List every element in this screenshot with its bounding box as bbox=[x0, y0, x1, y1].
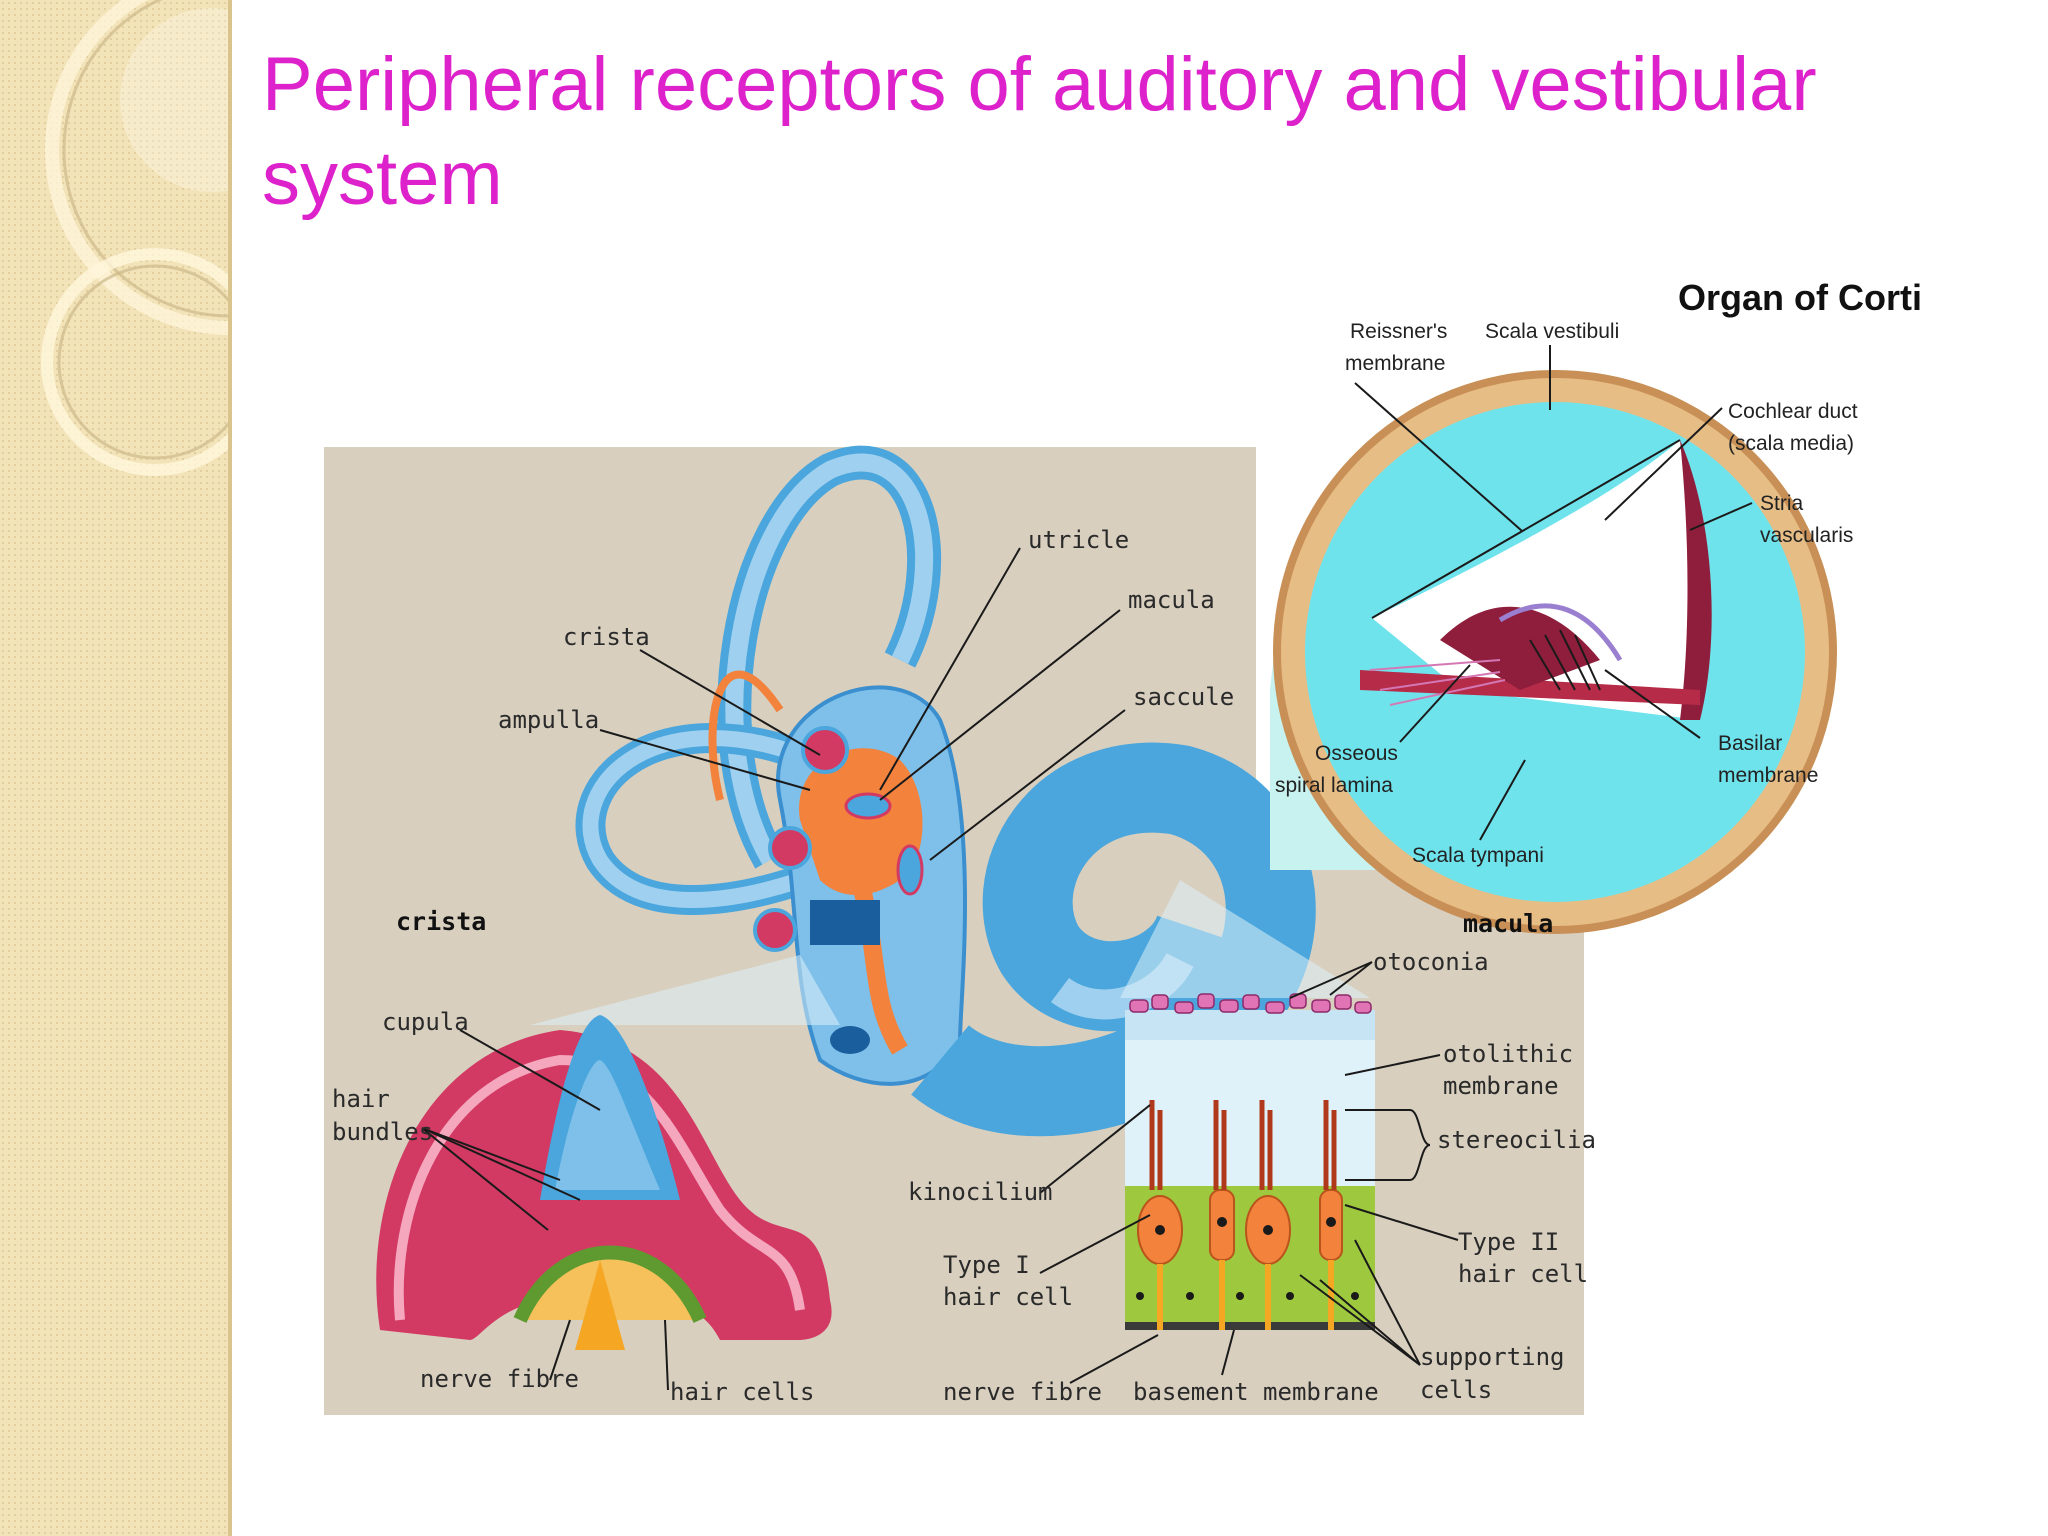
label-utricle: utricle bbox=[1028, 526, 1129, 554]
label-crista-nerve-fibre: nerve fibre bbox=[420, 1365, 579, 1393]
label-scala-media: (scala media) bbox=[1728, 432, 1854, 455]
label-crista: crista bbox=[563, 623, 650, 651]
slide-title: Peripheral receptors of auditory and ves… bbox=[262, 42, 1817, 221]
label-bundles: bundles bbox=[332, 1118, 433, 1146]
label-cupula: cupula bbox=[382, 1008, 469, 1036]
label-cochlear-duct: Cochlear duct bbox=[1728, 400, 1858, 423]
label-scala-tympani: Scala tympani bbox=[1412, 844, 1544, 867]
label-otolithic-membrane: membrane bbox=[1443, 1072, 1559, 1100]
label-basilar-membrane: membrane bbox=[1718, 764, 1818, 787]
crista-heading: crista bbox=[396, 907, 486, 936]
leader-lines bbox=[421, 345, 1753, 1391]
corti-title: Organ of Corti bbox=[1678, 277, 1922, 318]
label-hair: hair bbox=[332, 1085, 390, 1113]
semicircular-canals bbox=[575, 445, 942, 915]
label-supporting-cells: cells bbox=[1420, 1376, 1492, 1404]
label-saccule: saccule bbox=[1133, 683, 1234, 711]
label-type-ii-hair-cell: hair cell bbox=[1458, 1260, 1588, 1288]
crista-zoom-callout bbox=[530, 955, 840, 1025]
label-otoconia: otoconia bbox=[1373, 948, 1489, 976]
macula-detail bbox=[1125, 993, 1375, 1330]
label-otolithic: otolithic bbox=[1443, 1040, 1573, 1068]
label-basilar: Basilar bbox=[1718, 732, 1782, 755]
label-ampulla: ampulla bbox=[498, 706, 599, 734]
label-type-i: Type I bbox=[943, 1251, 1030, 1279]
decorative-rings bbox=[41, 0, 228, 476]
ampullae bbox=[753, 726, 924, 952]
label-type-ii: Type II bbox=[1458, 1228, 1559, 1256]
macula-zoom-callout bbox=[1120, 880, 1370, 998]
label-basement-membrane: basement membrane bbox=[1133, 1378, 1379, 1406]
organ-of-corti-diagram bbox=[1270, 370, 1837, 934]
decorative-sidebar bbox=[0, 0, 232, 1536]
label-reissner-membrane: membrane bbox=[1345, 352, 1445, 375]
label-osseous: Osseous bbox=[1315, 742, 1398, 765]
label-type-i-hair-cell: hair cell bbox=[943, 1283, 1073, 1311]
label-stria: Stria bbox=[1760, 492, 1804, 515]
label-stria-vascularis: vascularis bbox=[1760, 524, 1853, 547]
label-hair-cells: hair cells bbox=[670, 1378, 815, 1406]
label-reissner: Reissner's bbox=[1350, 320, 1447, 343]
label-kinocilium: kinocilium bbox=[908, 1178, 1053, 1206]
crista-detail bbox=[376, 1015, 832, 1350]
label-macula: macula bbox=[1128, 586, 1215, 614]
label-spiral-lamina: spiral lamina bbox=[1275, 774, 1393, 797]
label-stereocilia: stereocilia bbox=[1437, 1126, 1596, 1154]
macula-heading: macula bbox=[1463, 909, 1553, 938]
label-scala-vestibuli: Scala vestibuli bbox=[1485, 320, 1619, 343]
label-supporting: supporting bbox=[1420, 1343, 1565, 1371]
label-macula-nerve-fibre: nerve fibre bbox=[943, 1378, 1102, 1406]
